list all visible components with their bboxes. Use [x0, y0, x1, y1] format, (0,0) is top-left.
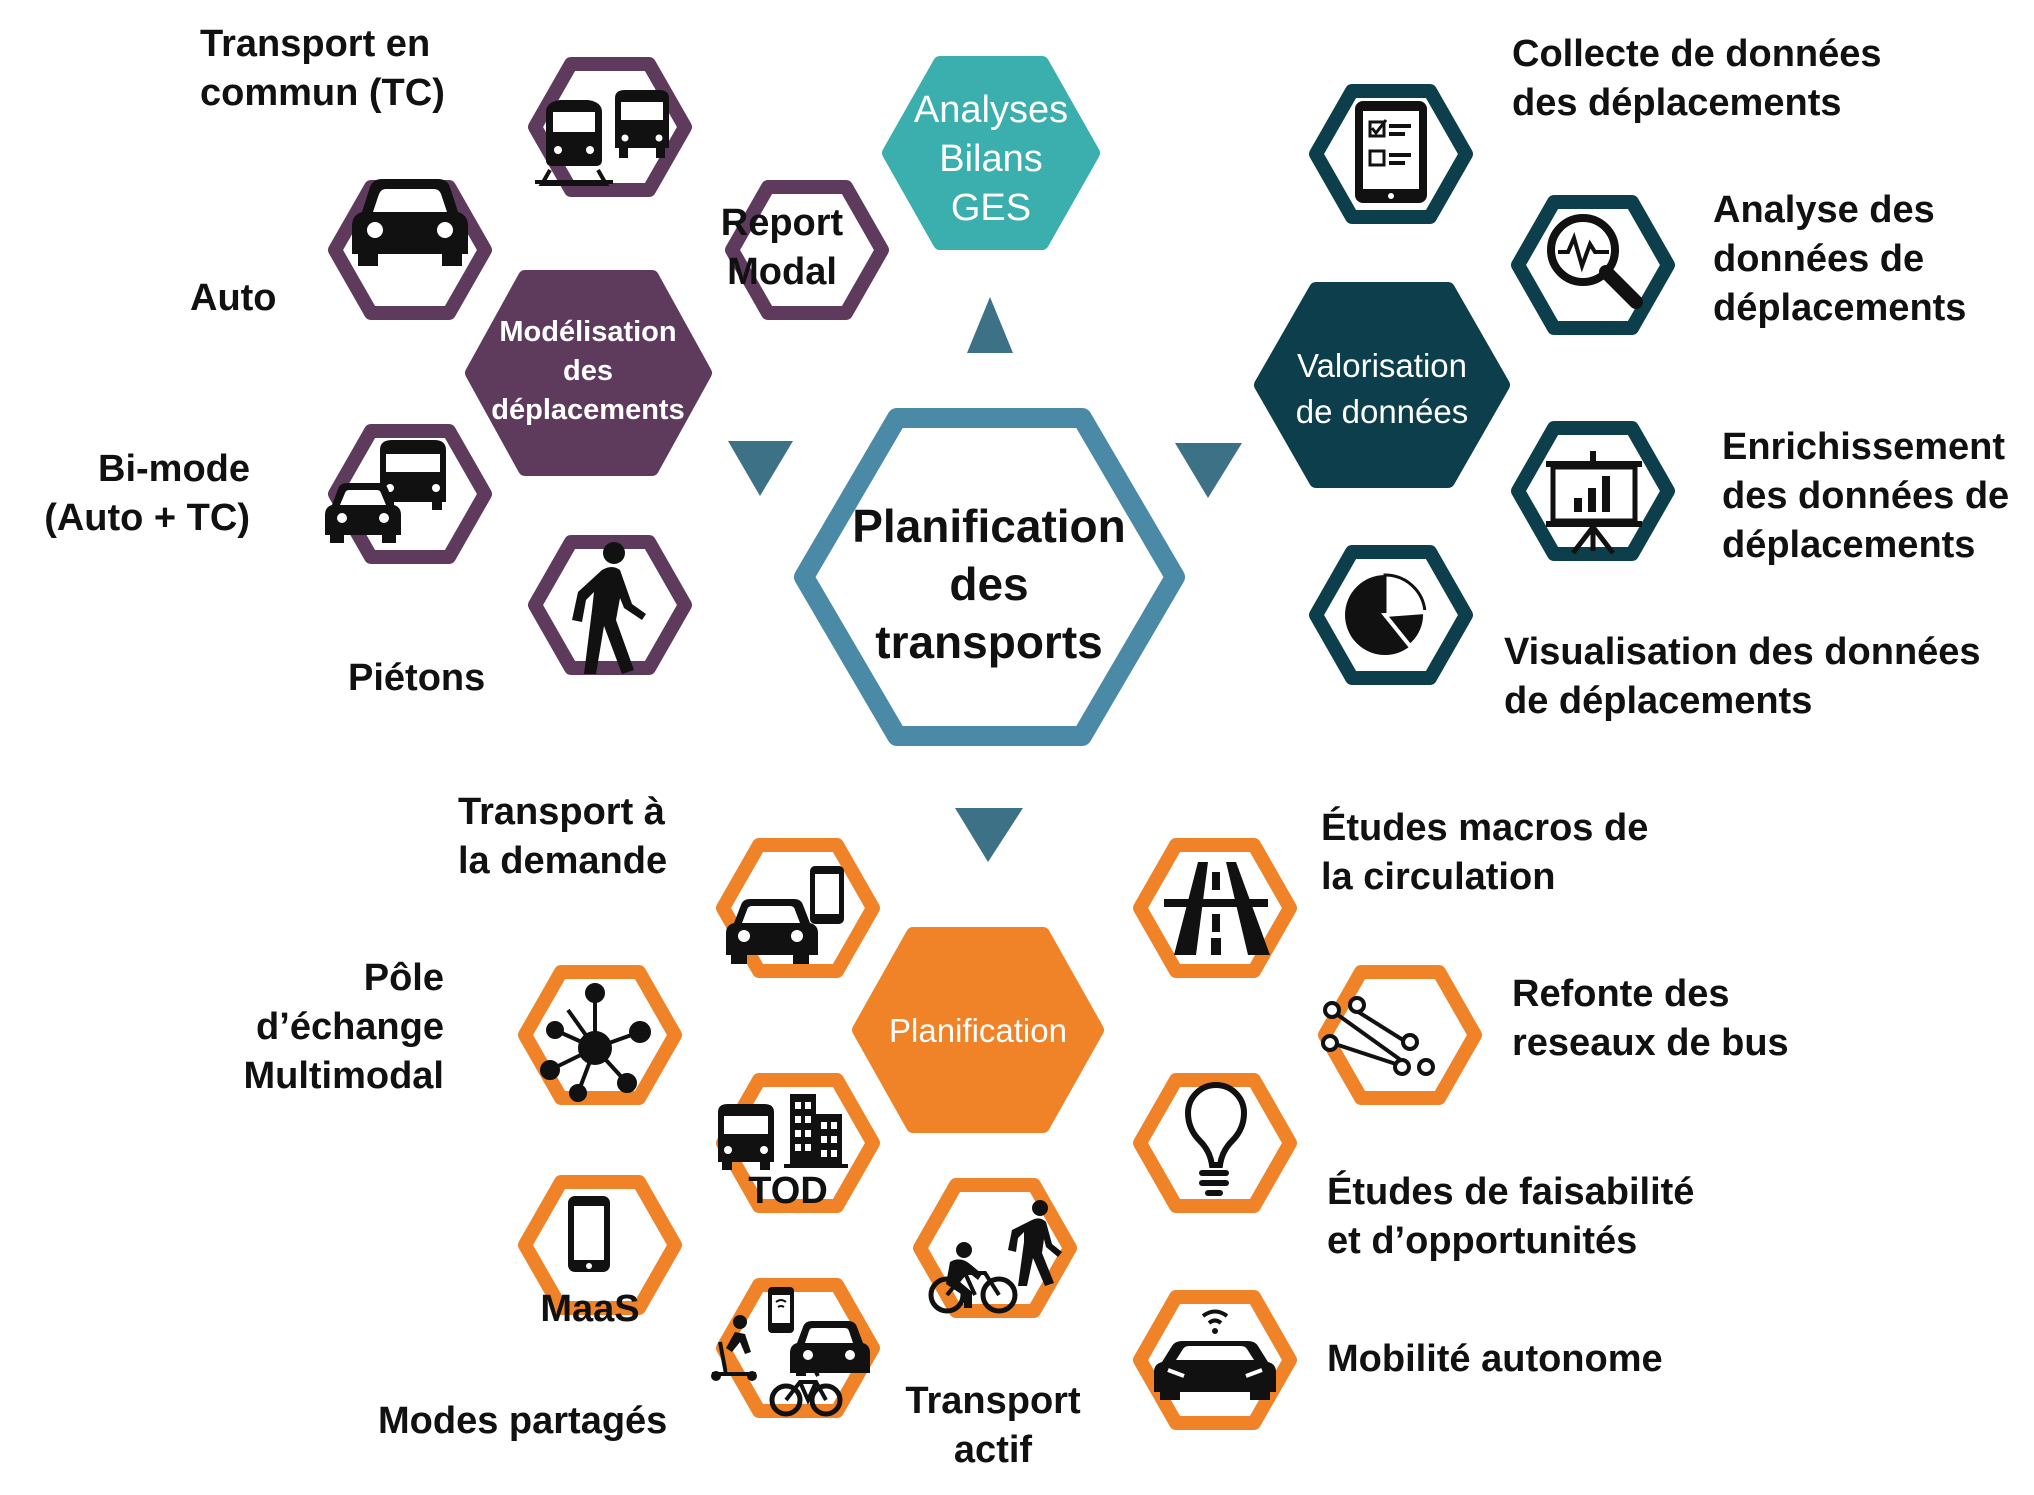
label-etudes-macros: Études macros de la circulation: [1321, 807, 1649, 898]
label-modes-partages: Modes partagés: [378, 1400, 668, 1442]
label-collecte: Collecte de données des déplacements: [1512, 33, 1882, 124]
report-modal-label: Report Modal: [720, 202, 844, 293]
lightbulb-icon: [1184, 1082, 1248, 1196]
arrow-down: [955, 808, 1023, 862]
tablet-checklist-icon: [1355, 101, 1427, 203]
label-tad: Transport à la demande: [458, 791, 668, 882]
label-bimode: Bi-mode (Auto + TC): [44, 448, 250, 539]
label-enrichissement: Enrichissement des données de déplacemen…: [1722, 426, 2010, 566]
car-phone-icon: [726, 866, 844, 964]
arrow-right: [1175, 443, 1242, 498]
modelisation-hexagon: [465, 270, 712, 476]
car-bus-icon: [325, 440, 446, 543]
presentation-board-icon: [1546, 451, 1642, 555]
train-bus-icon: [535, 90, 669, 186]
autonomous-car-icon: [1154, 1309, 1276, 1400]
hex-refonte: [1318, 965, 1482, 1105]
label-mobilite-autonome: Mobilité autonome: [1327, 1338, 1663, 1380]
label-pole: Pôle d’échange Multimodal: [243, 957, 444, 1097]
arrow-left: [728, 441, 793, 496]
label-transport-commun: Transport en commun (TC): [200, 23, 445, 114]
analyses-title: Analyses Bilans GES: [913, 89, 1069, 229]
magnifier-pulse-icon: [1547, 214, 1643, 309]
label-visualisation: Visualisation des données de déplacement…: [1504, 631, 1981, 722]
hub-network-icon: [540, 983, 651, 1102]
bus-buildings-icon: [718, 1094, 848, 1170]
hex-faisabilite: [1133, 1073, 1297, 1213]
pedestrian-icon: [572, 542, 646, 674]
shared-modes-icon: [711, 1287, 870, 1417]
valorisation-title: Valorisation de données: [1295, 347, 1469, 430]
smartphone-icon: [568, 1196, 610, 1272]
label-refonte: Refonte des reseaux de bus: [1512, 973, 1789, 1064]
arrow-up: [967, 297, 1013, 353]
car-icon: [352, 179, 468, 266]
label-transport-actif: Transport actif: [905, 1380, 1081, 1471]
center-title: Planification des transports: [852, 500, 1126, 668]
planification-title: Planification: [889, 1012, 1067, 1049]
maas-label: MaaS: [540, 1288, 640, 1330]
hex-report-modal: [725, 180, 889, 320]
modelisation-title: Modélisation des déplacements: [491, 316, 685, 426]
label-auto: Auto: [190, 277, 277, 319]
route-network-icon: [1321, 996, 1435, 1076]
tod-label: TOD: [748, 1170, 828, 1212]
analyses-hexagon: [882, 56, 1100, 250]
planification-hexagon: [852, 927, 1104, 1133]
bike-walk-icon: [928, 1200, 1062, 1314]
label-faisabilite: Études de faisabilité et d’opportunités: [1327, 1171, 1695, 1262]
valorisation-hexagon: [1254, 282, 1510, 488]
highway-icon: [1164, 862, 1270, 955]
label-pietons: Piétons: [348, 657, 486, 699]
pie-chart-icon: [1345, 573, 1428, 655]
center-hexagon: [794, 408, 1185, 746]
label-analyse: Analyse des données de déplacements: [1713, 189, 1967, 329]
